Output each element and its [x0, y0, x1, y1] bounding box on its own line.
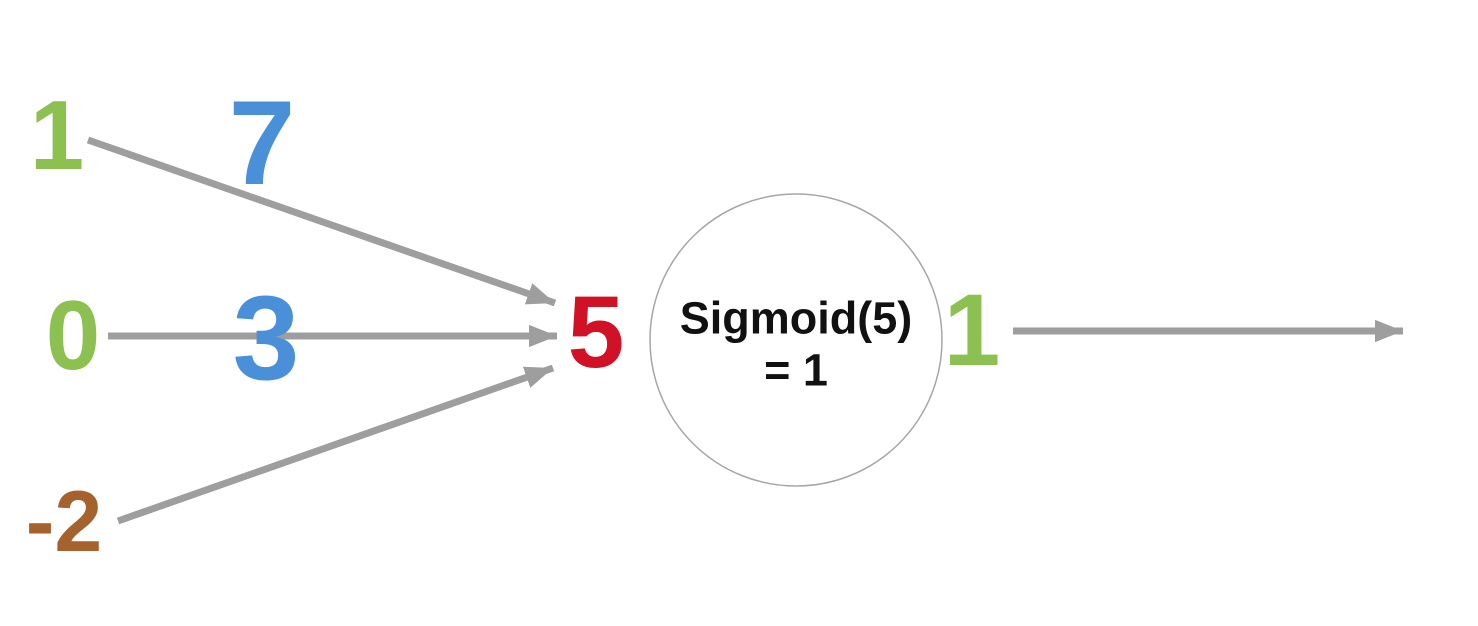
input-value-2: 0: [45, 280, 101, 390]
weight-value-2: 3: [232, 271, 300, 405]
input-arrow-top: [86, 136, 557, 307]
weight-value-1: 7: [228, 76, 296, 210]
activation-label-line1: Sigmoid(5): [679, 292, 913, 344]
input-arrow-bottom: [116, 364, 555, 525]
input-value-3: -2: [25, 474, 103, 570]
weighted-sum-value: 5: [567, 275, 625, 389]
output-value: 1: [943, 273, 1001, 387]
neuron-circle: [649, 193, 943, 487]
activation-label: Sigmoid(5) = 1: [656, 292, 936, 396]
input-value-1: 1: [29, 80, 85, 190]
activation-label-line2: = 1: [764, 344, 828, 395]
